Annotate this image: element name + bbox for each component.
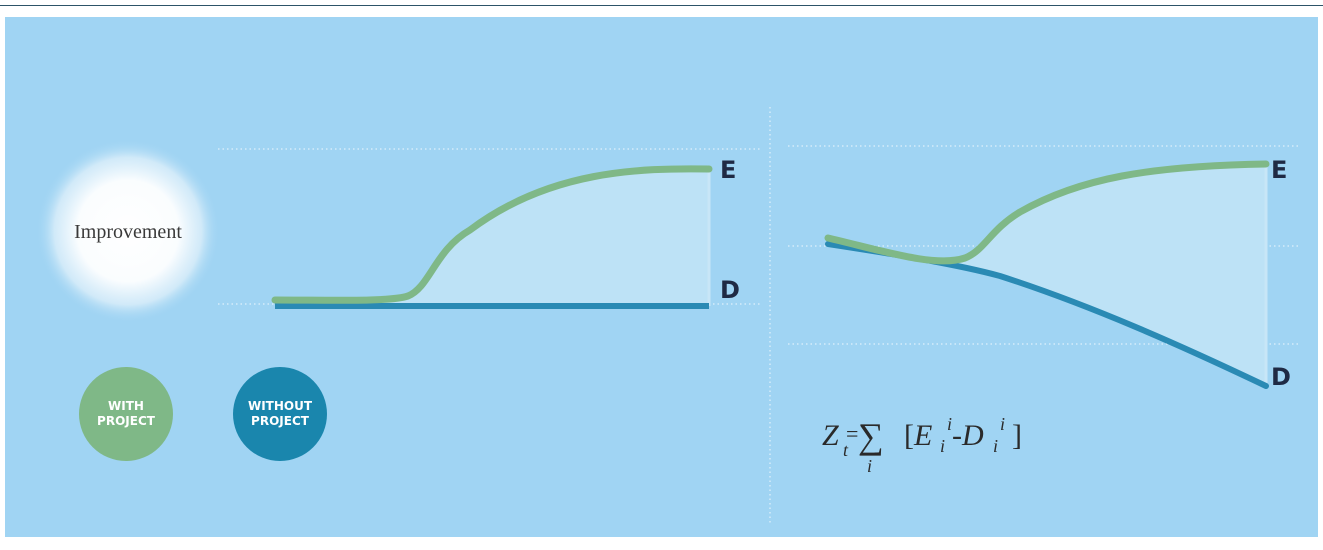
legend-without-project-circle xyxy=(233,367,327,461)
formula-close-bracket: ] xyxy=(1012,419,1022,452)
legend-with-project-circle xyxy=(79,367,173,461)
formula-sum: ∑ xyxy=(858,416,884,456)
formula-equals: = xyxy=(846,421,858,446)
left-improvement-area xyxy=(275,168,709,306)
formula-e-sub: i xyxy=(940,436,945,456)
legend-without-project-line1: WITHOUT xyxy=(248,399,313,413)
right-with-project-line xyxy=(824,160,1270,265)
right-improvement-area xyxy=(828,164,1266,385)
improvement-label: Improvement xyxy=(74,221,182,243)
left-label-d: D xyxy=(720,276,740,304)
right-label-d: D xyxy=(1271,363,1291,391)
left-label-e: E xyxy=(720,156,736,184)
formula-z: Z xyxy=(822,419,839,452)
formula-e: E xyxy=(913,419,932,452)
top-rule xyxy=(0,5,1323,6)
right-label-e: E xyxy=(1271,156,1287,184)
legend: WITH PROJECT WITHOUT PROJECT xyxy=(79,367,327,461)
formula-d-sup: i xyxy=(1000,414,1005,434)
formula-e-sup: i xyxy=(947,414,952,434)
legend-with-project-line1: WITH xyxy=(108,399,144,413)
formula-d-sub: i xyxy=(993,436,998,456)
improvement-glow xyxy=(36,139,220,323)
formula-minus: - xyxy=(952,419,962,452)
formula-sum-sub: i xyxy=(867,456,872,476)
formula-z-sub: t xyxy=(843,440,849,460)
left-diagram: E D xyxy=(271,156,740,309)
legend-with-project-line2: PROJECT xyxy=(97,414,156,428)
formula-open-bracket: [ xyxy=(904,419,914,452)
legend-without-project-line2: PROJECT xyxy=(251,414,310,428)
formula: Z t = ∑ i [ E i i - D i i ] xyxy=(822,414,1022,476)
right-diagram: E D xyxy=(824,156,1291,391)
formula-d: D xyxy=(961,419,984,452)
left-with-project-line xyxy=(271,165,713,304)
